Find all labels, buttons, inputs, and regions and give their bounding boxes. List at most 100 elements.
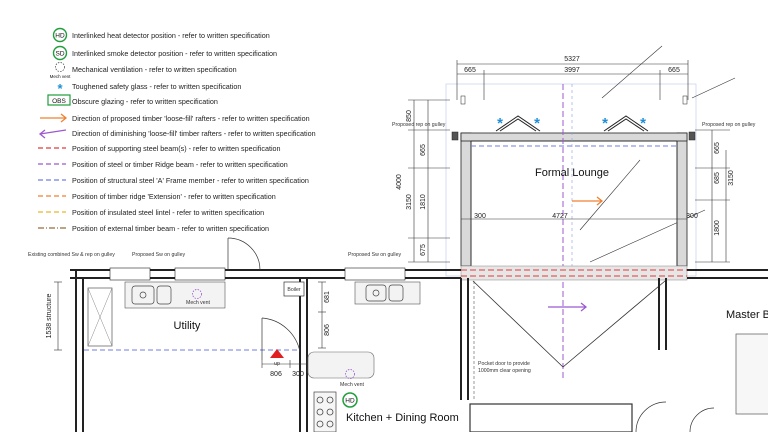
dim-right-685: 685 bbox=[714, 172, 721, 184]
master-door bbox=[635, 401, 715, 432]
hob-rings-icon bbox=[316, 396, 334, 428]
kitchen-counter bbox=[307, 351, 375, 379]
dim-right-665: 665 bbox=[714, 142, 721, 154]
dim-left-850: 850 bbox=[406, 110, 413, 122]
orange-rafter-arrow bbox=[572, 196, 604, 206]
room-label-formal-lounge: Formal Lounge bbox=[535, 167, 609, 179]
legend-text-yellow-dash: Position of insulated steel lintel - ref… bbox=[72, 208, 265, 217]
legend-text-brown-dash: Position of external timber beam - refer… bbox=[72, 224, 269, 233]
smoke-detector-symbol-text: SD bbox=[55, 51, 64, 58]
purple-arrow-icon bbox=[38, 129, 67, 139]
mech-vent-icon bbox=[345, 369, 355, 379]
note-proposed-sw-1: Proposed Sw on gulley bbox=[132, 252, 185, 258]
dim-mid-300b: 300 bbox=[686, 213, 698, 220]
legend: HD SD Mech vent * OBS Interlinked heat d… bbox=[0, 0, 316, 240]
stairs-up-label: up bbox=[274, 361, 280, 367]
roof-lights bbox=[495, 115, 649, 132]
heat-detector-icon bbox=[342, 392, 358, 408]
extension-inner-lines bbox=[470, 140, 678, 266]
boiler-label: Boiler bbox=[287, 287, 301, 293]
legend-text-mech-vent: Mechanical ventilation - refer to writte… bbox=[72, 65, 237, 74]
room-label-utility: Utility bbox=[174, 320, 201, 332]
wall-pier-blocks bbox=[451, 95, 696, 141]
corridor-dimensions bbox=[261, 281, 326, 368]
room-label-master: Master B bbox=[726, 309, 768, 321]
note-existing-combined: Existing combined Sw & rep on gulley bbox=[28, 252, 115, 258]
dim-util-1538: 1538 structure bbox=[46, 294, 53, 339]
dim-util-681: 681 bbox=[324, 291, 331, 303]
pocket-door-box bbox=[469, 403, 633, 432]
dim-right-3150: 3150 bbox=[728, 170, 735, 186]
extension-outline bbox=[445, 83, 697, 277]
top-dimension-lines bbox=[456, 60, 689, 100]
orange-arrow-icon bbox=[40, 113, 68, 123]
utility-appliance bbox=[87, 287, 113, 347]
dim-1538-line bbox=[54, 281, 62, 351]
dim-right-1800: 1800 bbox=[714, 220, 721, 236]
dim-mid-300a: 300 bbox=[474, 213, 486, 220]
obscure-glazing-icon bbox=[47, 94, 71, 106]
legend-text-purple-arrow: Direction of diminishing 'loose-fill' ti… bbox=[72, 129, 316, 138]
dim-mid-4727: 4727 bbox=[552, 213, 568, 220]
obscure-glazing-symbol-text: OBS bbox=[52, 98, 66, 105]
legend-symbols: HD SD Mech vent * OBS bbox=[38, 27, 72, 229]
safety-glass-star-icon: * bbox=[57, 81, 63, 96]
note-pocket-door: Pocket door to provide bbox=[478, 361, 530, 367]
dim-util-806h: 806 bbox=[270, 371, 282, 378]
room-label-kitchen: Kitchen + Dining Room bbox=[346, 412, 459, 424]
dim-util-806v: 806 bbox=[324, 324, 331, 336]
smoke-detector-icon bbox=[52, 45, 68, 61]
dim-left-675: 675 bbox=[420, 244, 427, 256]
mech-vent-icon bbox=[192, 289, 202, 299]
legend-text-obscure-glazing: Obscure glazing - refer to written speci… bbox=[72, 97, 218, 106]
dim-left-4000: 4000 bbox=[396, 174, 403, 190]
dim-left-665: 665 bbox=[420, 144, 427, 156]
mech-vent-icon bbox=[55, 62, 65, 72]
legend-text-red-dash: Position of supporting steel beam(s) - r… bbox=[72, 144, 281, 153]
legend-text-purple-dash: Position of steel or timber Ridge beam -… bbox=[72, 160, 288, 169]
stairs-up-arrow-icon bbox=[270, 349, 284, 358]
legend-text-orange-dash: Position of timber ridge 'Extension' - r… bbox=[72, 192, 276, 201]
legend-text-blue-dash: Position of structural steel 'A' Frame m… bbox=[72, 176, 309, 185]
note-proposed-rep-right: Proposed rep on gulley bbox=[702, 122, 756, 128]
legend-text-safety-glass: Toughened safety glass - refer to writte… bbox=[72, 82, 242, 91]
dim-top-right: 665 bbox=[668, 67, 680, 74]
mech-vent-symbol-text: Mech vent bbox=[50, 74, 72, 79]
folding-door-outline bbox=[472, 280, 666, 368]
safety-glass-star-icon: * bbox=[497, 115, 503, 132]
safety-glass-star-icon: * bbox=[534, 115, 540, 132]
steel-beam-band bbox=[460, 265, 688, 281]
dim-util-300: 300 bbox=[292, 371, 304, 378]
mech-vent-label-1: Mech vent bbox=[186, 300, 210, 306]
mech-vent-label-2: Mech vent bbox=[340, 382, 364, 388]
dim-left-3150: 3150 bbox=[406, 194, 413, 210]
legend-text-smoke-detector: Interlinked smoke detector position - re… bbox=[72, 49, 277, 58]
utility-sink bbox=[131, 285, 172, 305]
utility-door bbox=[261, 317, 301, 360]
kitchen-worktop bbox=[354, 281, 421, 305]
extension-walls bbox=[460, 132, 688, 267]
note-proposed-sw-2: Proposed Sw on gulley bbox=[348, 252, 401, 258]
top-door bbox=[227, 237, 261, 271]
left-dimension-lines bbox=[408, 99, 450, 263]
dim-top-total: 5327 bbox=[564, 56, 580, 63]
note-proposed-rep-left: Proposed rep on gulley bbox=[392, 122, 446, 128]
dim-top-mid: 3997 bbox=[564, 67, 580, 74]
note-pocket-door-2: 1000mm clear opening bbox=[478, 368, 531, 374]
master-bed bbox=[735, 333, 768, 415]
legend-text-orange-arrow: Direction of proposed timber 'loose-fill… bbox=[72, 114, 310, 123]
dim-left-1810: 1810 bbox=[420, 194, 427, 210]
heat-detector-icon bbox=[52, 27, 68, 43]
mid-dimension-line bbox=[461, 214, 687, 224]
purple-rafter-arrow bbox=[548, 302, 588, 312]
safety-glass-star-icon: * bbox=[602, 115, 608, 132]
dim-top-left: 665 bbox=[464, 67, 476, 74]
boiler-box bbox=[283, 281, 305, 297]
hob bbox=[313, 391, 337, 432]
legend-text-heat-detector: Interlinked heat detector position - ref… bbox=[72, 31, 270, 40]
window-breaks bbox=[109, 267, 406, 281]
kitchen-sink bbox=[365, 284, 404, 302]
heat-detector-symbol-text: HD bbox=[55, 33, 65, 40]
safety-glass-star-icon: * bbox=[640, 115, 646, 132]
